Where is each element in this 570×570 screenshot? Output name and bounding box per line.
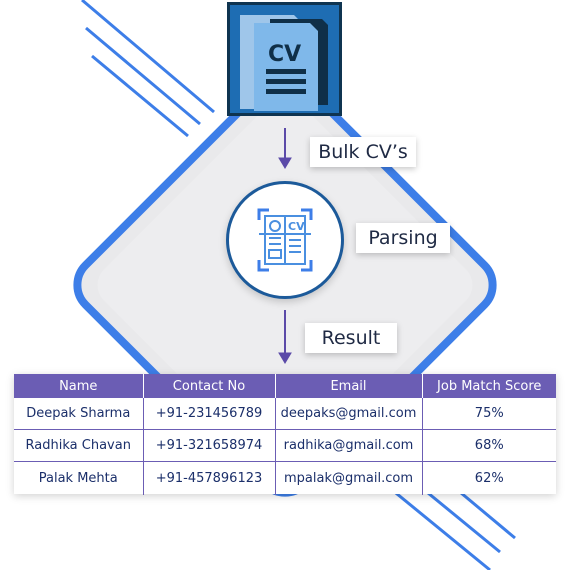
document-cv-icon: CV xyxy=(230,5,339,113)
header-contact: Contact No xyxy=(143,374,276,398)
header-email: Email xyxy=(275,374,423,398)
table-header-row: Name Contact No Email Job Match Score xyxy=(14,374,556,398)
parsing-circle: CV xyxy=(226,181,344,299)
parsing-label: Parsing xyxy=(356,223,450,253)
cv-document-card: CV xyxy=(227,2,342,116)
bulk-cvs-label: Bulk CV’s xyxy=(310,137,416,167)
result-table: Name Contact No Email Job Match Score De… xyxy=(14,374,556,495)
arrow-down-icon xyxy=(278,128,292,169)
cell-score: 62% xyxy=(474,471,504,486)
table-row: Deepak Sharma +91-231456789 deepaks@gmai… xyxy=(14,398,556,430)
result-label: Result xyxy=(305,323,397,353)
table-row: Radhika Chavan +91-321658974 radhika@gma… xyxy=(14,429,556,462)
cell-name: Palak Mehta xyxy=(14,461,144,495)
cell-score: 68% xyxy=(422,429,556,462)
cell-score: 75% xyxy=(422,398,556,430)
stripe-bottom-right-1 xyxy=(379,478,491,570)
stripe-top-left-2 xyxy=(85,26,201,126)
header-name: Name xyxy=(14,374,144,398)
cell-name: Radhika Chavan xyxy=(14,429,144,462)
table-row: Palak Mehta +91-457896123 mpalak@gmail.c… xyxy=(14,461,556,495)
parse-icon-text: CV xyxy=(288,220,305,233)
cell-email: mpalak@gmail.com xyxy=(275,461,423,495)
scan-frame-icon: CV xyxy=(257,208,313,272)
stripe-top-left-3 xyxy=(91,54,189,138)
cell-name: Deepak Sharma xyxy=(14,398,144,430)
cell-email: deepaks@gmail.com xyxy=(275,398,423,430)
cv-card-text: CV xyxy=(268,42,301,67)
cell-contact: +91-321658974 xyxy=(143,429,276,462)
arrow-down-icon xyxy=(278,310,292,364)
cell-contact: +91-457896123 xyxy=(143,461,276,495)
cell-email: radhika@gmail.com xyxy=(275,429,423,462)
header-score: Job Match Score xyxy=(422,374,556,398)
stripe-top-left-1 xyxy=(81,0,215,114)
cell-contact: +91-231456789 xyxy=(143,398,276,430)
